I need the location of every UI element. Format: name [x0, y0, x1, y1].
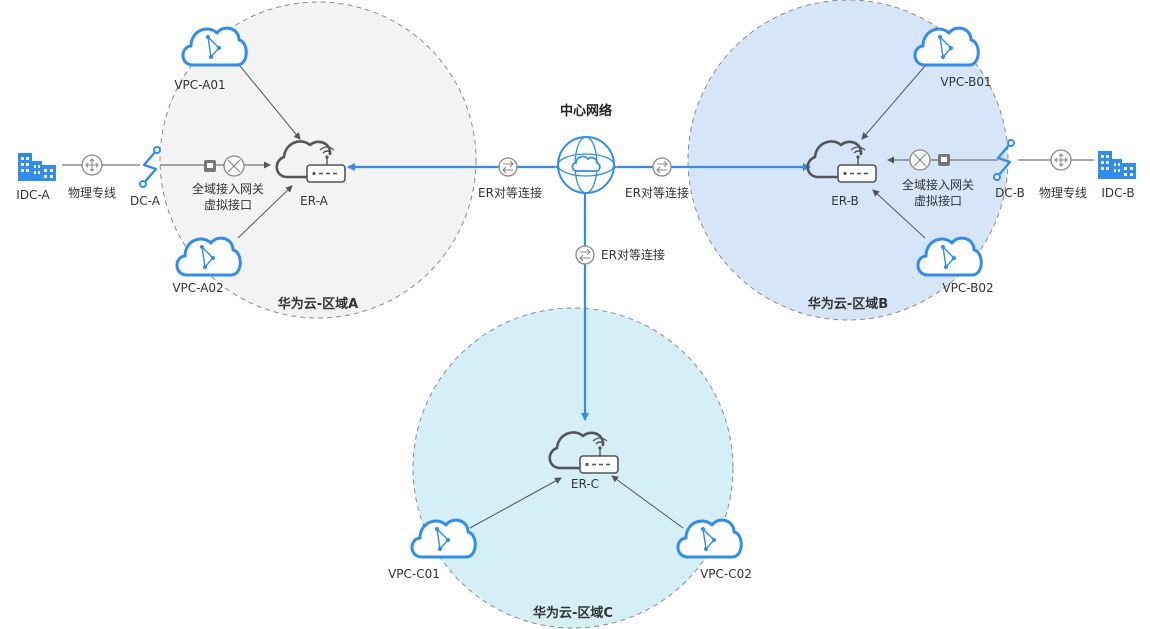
gateway-b-label-line2: 虚拟接口	[914, 193, 962, 208]
peering-icon-b	[652, 157, 672, 177]
region-c-label: 华为云-区域C	[533, 605, 613, 621]
dc-a-icon	[138, 145, 162, 189]
idc-a-icon	[18, 153, 56, 181]
peering-label-c: ER对等连接	[601, 247, 665, 262]
link-vpc-a02-er-a	[237, 185, 293, 239]
vpc-a01-label: VPC-A01	[174, 78, 225, 92]
vpc-c02-label: VPC-C02	[700, 567, 752, 581]
vpc-a02-label: VPC-A02	[172, 281, 223, 295]
hub-label: 中心网络	[560, 103, 612, 119]
er-a-label: ER-A	[300, 194, 329, 208]
idc-b-label: IDC-B	[1101, 186, 1134, 200]
physical-line-b-icon	[1050, 149, 1072, 171]
idc-b-icon	[1098, 151, 1136, 179]
dc-a-label: DC-A	[130, 194, 161, 208]
peering-label-a: ER对等连接	[478, 185, 542, 200]
gateway-a-label-line1: 全域接入网关	[192, 181, 264, 196]
peering-icon-c	[575, 245, 595, 265]
physical-line-a-label: 物理专线	[68, 185, 116, 200]
vpc-c01-icon	[410, 518, 477, 559]
physical-line-b-label: 物理专线	[1039, 185, 1087, 200]
hub-network-icon	[557, 136, 615, 194]
link-vpc-c02-er-c	[611, 475, 684, 529]
peering-icon-a	[498, 157, 518, 177]
link-vpc-b02-er-b	[872, 189, 926, 239]
peering-label-b: ER对等连接	[625, 185, 689, 200]
link-vpc-c01-er-c	[469, 477, 562, 529]
link-vpc-a01-er-a	[239, 65, 301, 140]
physical-line-a-icon	[81, 154, 103, 176]
region-b-area	[687, 0, 1009, 321]
virtual-interface-b-icon	[909, 149, 931, 171]
gateway-a-label-line2: 虚拟接口	[204, 197, 252, 212]
gateway-b-label-line1: 全域接入网关	[902, 177, 974, 192]
link-vpc-b01-er-b	[861, 65, 926, 140]
vpc-c01-label: VPC-C01	[388, 567, 440, 581]
er-b-label: ER-B	[831, 194, 859, 208]
region-a-label: 华为云-区域A	[278, 296, 358, 312]
vpc-a01-icon	[181, 26, 248, 67]
er-c-label: ER-C	[571, 477, 599, 491]
vpc-b02-label: VPC-B02	[942, 281, 993, 295]
gateway-a-icon	[204, 160, 216, 172]
idc-a-label: IDC-A	[16, 188, 50, 202]
region-b-label: 华为云-区域B	[808, 296, 888, 312]
gateway-b-icon	[938, 154, 950, 166]
vpc-b01-label: VPC-B01	[940, 75, 991, 89]
dc-b-label: DC-B	[995, 186, 1025, 200]
region-a-area	[159, 1, 477, 319]
virtual-interface-a-icon	[223, 155, 245, 177]
